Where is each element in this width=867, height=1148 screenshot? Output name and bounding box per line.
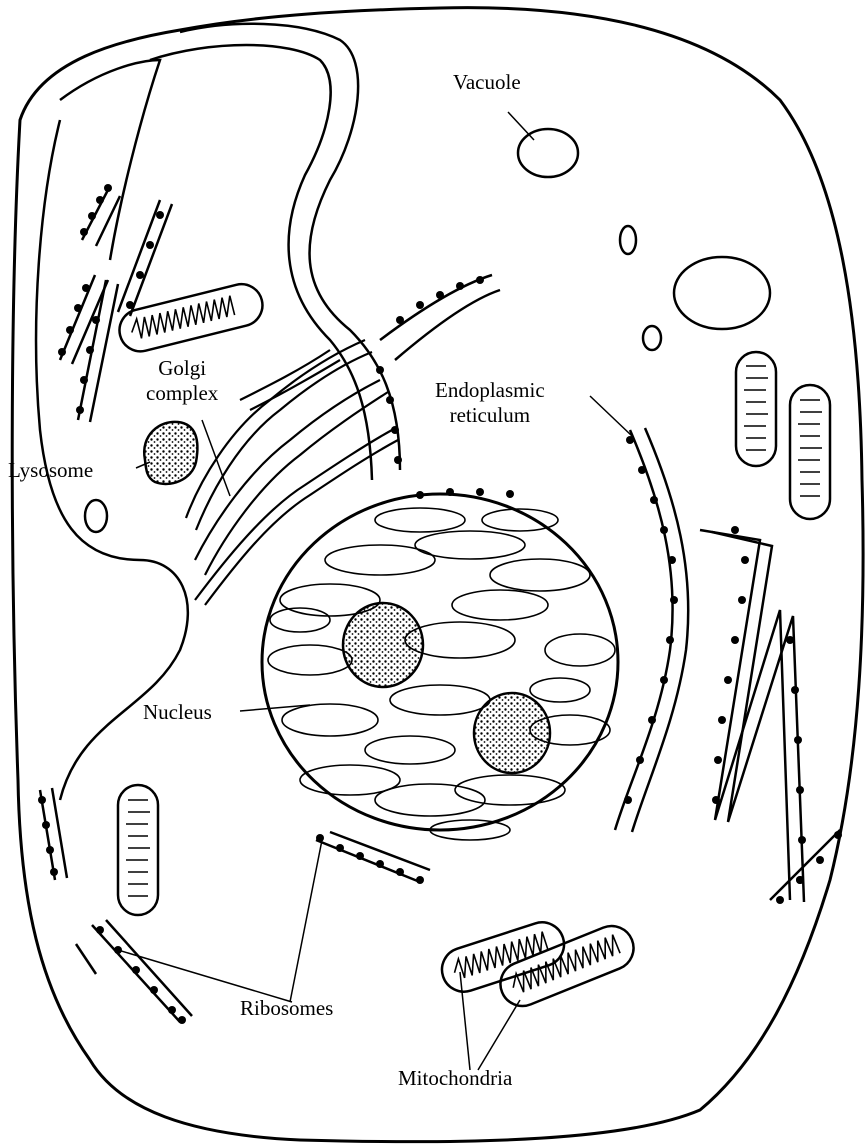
label-ribosomes: Ribosomes (240, 996, 333, 1021)
label-endoplasmic-reticulum: Endoplasmic reticulum (435, 378, 545, 428)
label-golgi-complex: Golgi complex (146, 356, 218, 406)
label-er-line2: reticulum (435, 403, 545, 428)
label-er-line1: Endoplasmic (435, 378, 545, 403)
label-lysosome: Lysosome (8, 458, 93, 483)
label-golgi-line1: Golgi (146, 356, 218, 381)
label-mitochondria: Mitochondria (398, 1066, 512, 1091)
label-vacuole: Vacuole (453, 70, 521, 95)
lysosome-body (144, 422, 197, 484)
label-nucleus: Nucleus (143, 700, 212, 725)
rough-er (40, 186, 840, 1022)
label-golgi-line2: complex (146, 381, 218, 406)
nucleus-body (262, 494, 618, 840)
cytoplasm-fold (60, 24, 400, 480)
cell-membrane (12, 8, 863, 1142)
